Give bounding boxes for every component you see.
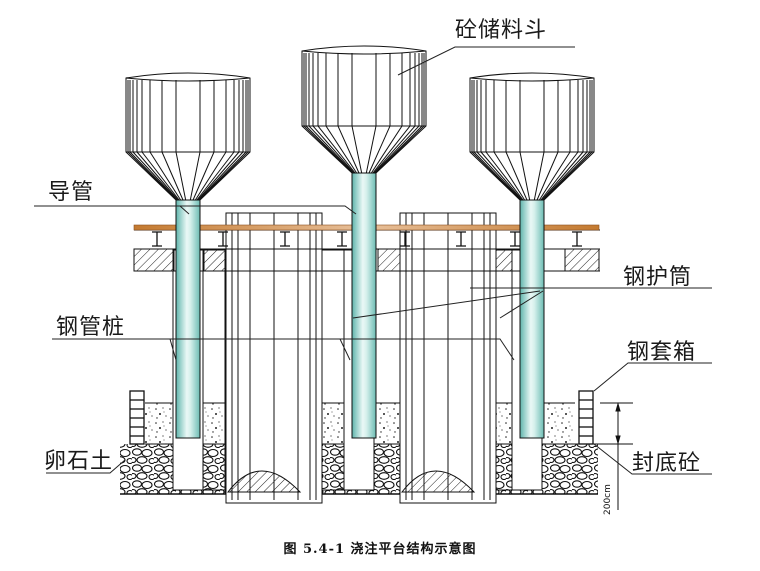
conduit-right — [519, 199, 545, 439]
conduits — [175, 172, 545, 439]
leader-lines — [34, 46, 712, 475]
label-bottom-seal-concrete: 封底砼 — [632, 451, 702, 476]
label-conduit: 导管 — [48, 180, 95, 205]
label-hopper: 砼储料斗 — [455, 18, 548, 43]
hopper-middle — [301, 45, 427, 174]
label-pebble-soil: 卵石土 — [44, 449, 114, 474]
label-steel-casing: 钢护筒 — [623, 265, 693, 290]
concrete-hoppers — [125, 45, 595, 201]
conduit-left — [175, 199, 201, 439]
hopper-right — [469, 72, 595, 201]
hopper-left — [125, 72, 251, 201]
conduit-middle — [351, 172, 377, 439]
figure-caption: 图 5.4-1 浇注平台结构示意图 — [283, 542, 477, 557]
dimension-marker — [600, 402, 633, 510]
steel-box-right — [578, 390, 594, 445]
steel-box-left — [129, 390, 145, 445]
label-steel-box: 钢套箱 — [627, 340, 697, 365]
dimension-label: 200cm — [603, 484, 613, 515]
platform-foundation-pads — [133, 248, 600, 272]
label-steel-pipe-pile: 钢管桩 — [56, 315, 126, 340]
i-beam-supports — [152, 231, 582, 247]
